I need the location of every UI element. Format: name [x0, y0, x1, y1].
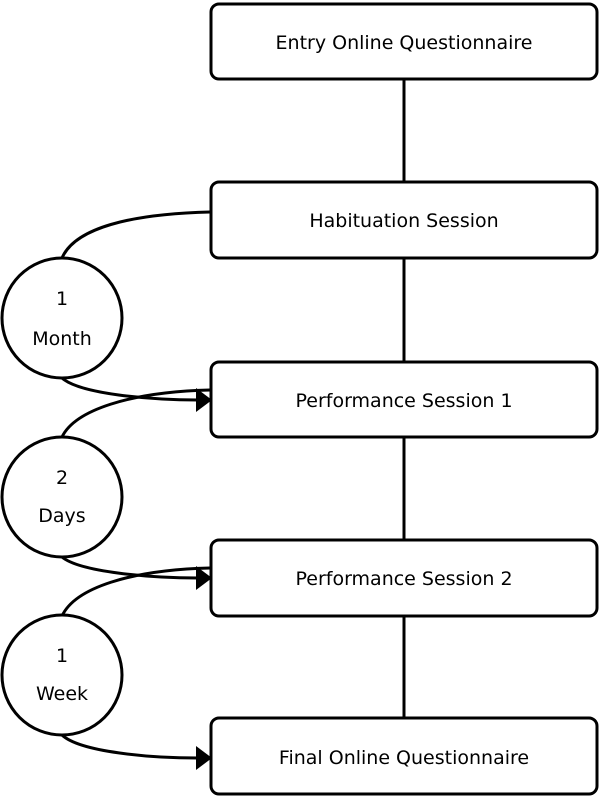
interval-curve-1-top	[60, 210, 211, 259]
step-performance-session-1: Performance Session 1	[209, 360, 599, 439]
step-final-online-questionnaire: Final Online Questionnaire	[209, 716, 599, 796]
interval-value: 1	[56, 288, 68, 310]
step-label: Performance Session 2	[295, 568, 512, 590]
arrowhead-3	[196, 746, 212, 770]
step-entry-online-questionnaire: Entry Online Questionnaire	[209, 2, 599, 81]
interval-1-month: 1 Month	[0, 256, 124, 380]
interval-unit: Week	[36, 683, 88, 705]
interval-unit: Days	[38, 505, 85, 527]
step-performance-session-2: Performance Session 2	[209, 538, 599, 618]
interval-curve-3-bottom	[60, 733, 199, 760]
interval-unit: Month	[32, 328, 92, 350]
step-label: Entry Online Questionnaire	[276, 32, 533, 54]
arrowhead-1	[196, 388, 212, 412]
interval-curve-1-bottom	[61, 376, 199, 402]
interval-curve-3-top	[60, 566, 211, 617]
step-label: Habituation Session	[309, 210, 498, 232]
interval-1-week: 1 Week	[0, 613, 124, 737]
arrowhead-2	[196, 566, 212, 590]
step-label: Performance Session 1	[295, 390, 512, 412]
step-habituation-session: Habituation Session	[209, 180, 599, 260]
interval-2-days: 2 Days	[0, 435, 124, 559]
interval-curve-2-bottom	[61, 555, 199, 580]
step-label: Final Online Questionnaire	[279, 747, 529, 769]
interval-value: 2	[56, 467, 68, 489]
interval-curve-2-top	[60, 388, 211, 438]
interval-value: 1	[56, 645, 68, 667]
